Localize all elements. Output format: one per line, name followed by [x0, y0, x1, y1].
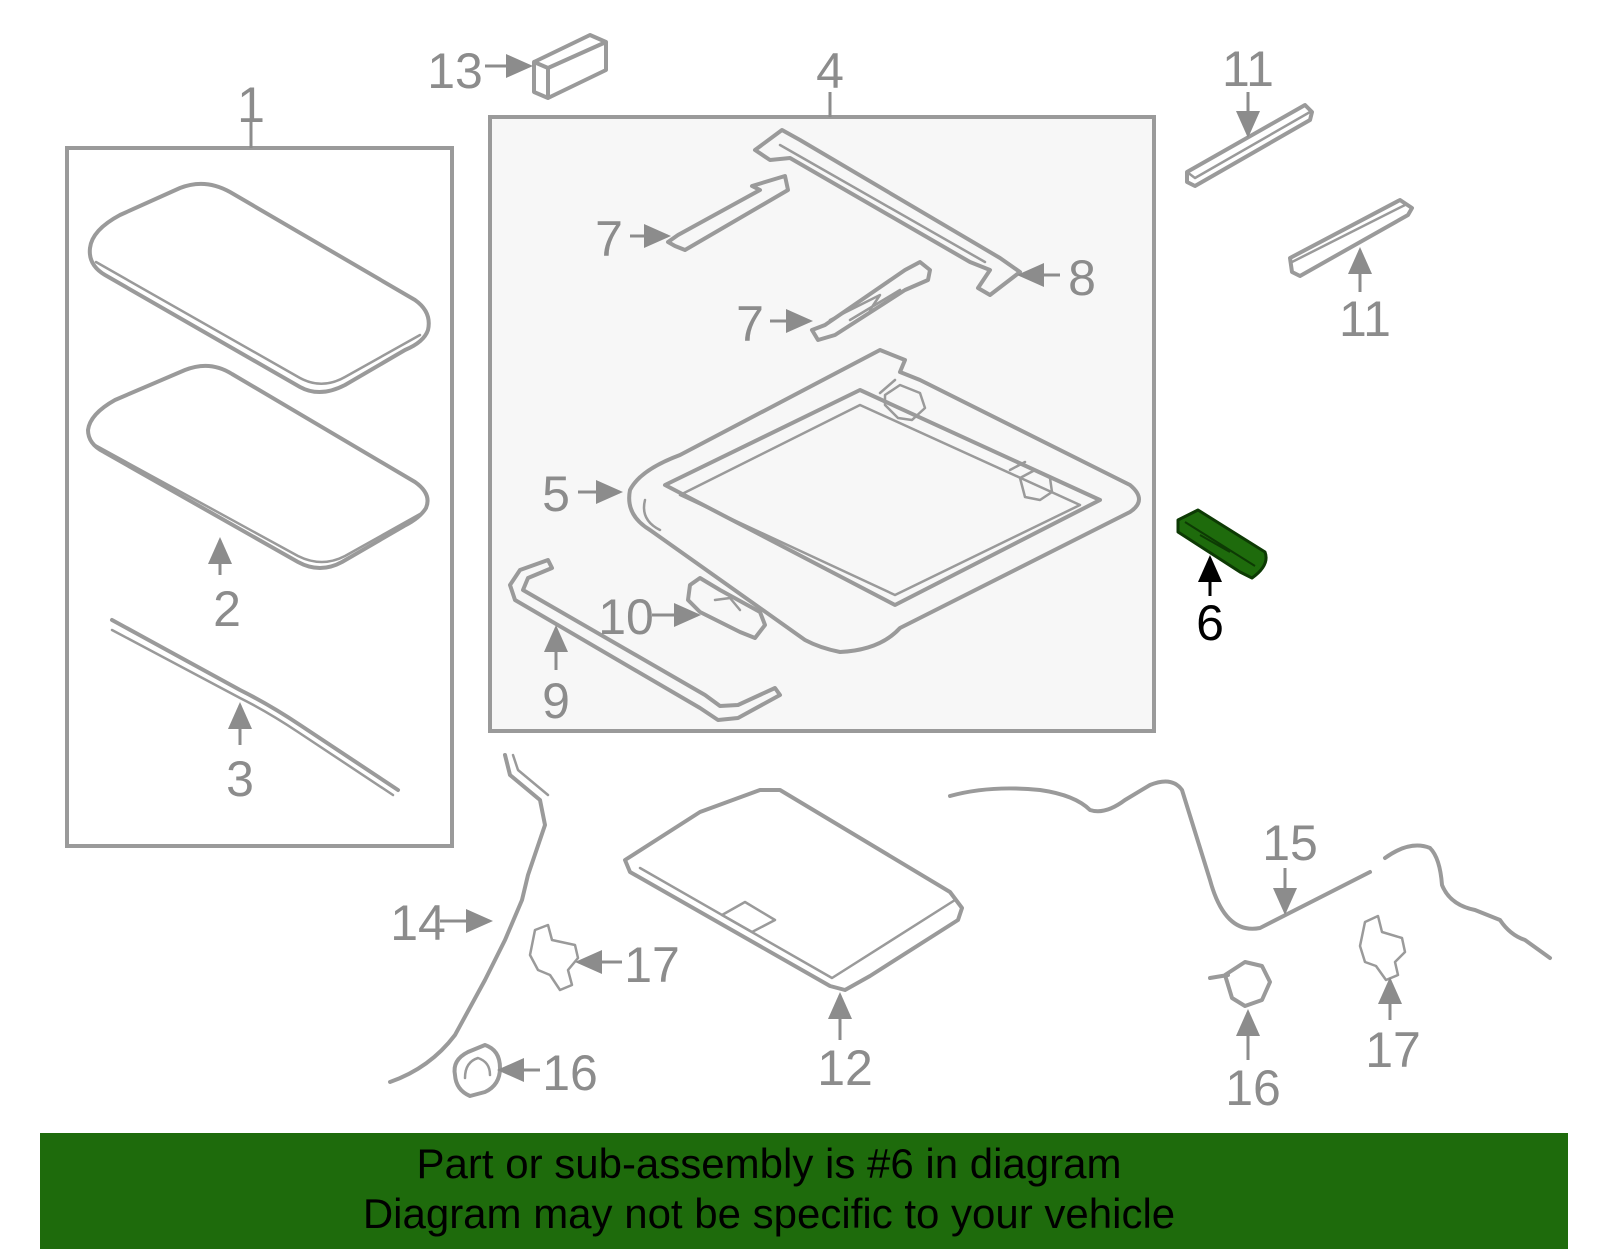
callout-7a: 7	[595, 211, 623, 267]
sunshade	[623, 788, 964, 992]
deflector-bracket-a	[666, 174, 790, 252]
callout-17a: 17	[624, 937, 680, 993]
drain-hose-left	[388, 753, 547, 1084]
hose-clip-right	[1358, 914, 1407, 982]
rail-cover-bottom	[1288, 198, 1414, 278]
trim-strip	[110, 618, 400, 792]
grommet-right	[1208, 960, 1272, 1008]
highlighted-part-6	[1176, 508, 1268, 580]
callout-8: 8	[1068, 250, 1096, 306]
sunroof-frame	[627, 348, 1141, 654]
info-banner: Part or sub-assembly is #6 in diagram Di…	[40, 1133, 1568, 1249]
info-line-2: Diagram may not be specific to your vehi…	[362, 1190, 1176, 1237]
callout-1: 1	[237, 77, 265, 133]
front-rail	[753, 128, 1022, 297]
callout-2: 2	[213, 581, 241, 637]
callout-16a: 16	[542, 1045, 598, 1101]
callout-17b: 17	[1365, 1022, 1421, 1078]
callout-6: 6	[1196, 595, 1224, 651]
drain-hose-right	[948, 779, 1372, 931]
callout-5: 5	[542, 466, 570, 522]
callout-3: 3	[226, 751, 254, 807]
callout-11a: 11	[1222, 41, 1274, 97]
callout-4: 4	[816, 43, 844, 99]
module-box	[532, 33, 608, 100]
rear-bar	[508, 558, 782, 722]
callout-11b: 11	[1339, 291, 1391, 347]
bolt-b	[1008, 460, 1054, 502]
callout-16b: 16	[1225, 1060, 1281, 1116]
group-box-1	[65, 146, 454, 848]
grommet-left	[452, 1043, 502, 1098]
callout-10: 10	[598, 589, 654, 645]
group-box-4	[488, 115, 1156, 733]
drain-hose-right-b	[1383, 843, 1552, 960]
callout-9: 9	[542, 673, 570, 729]
rail-cover-top	[1185, 103, 1314, 188]
callout-15: 15	[1262, 815, 1318, 871]
bolt-a	[878, 378, 927, 422]
callout-14: 14	[390, 895, 446, 951]
info-line-1: Part or sub-assembly is #6 in diagram	[416, 1140, 1122, 1187]
hose-clip-left	[528, 923, 580, 992]
callout-7b: 7	[736, 296, 764, 352]
glass-seal	[86, 363, 430, 570]
callout-13: 13	[427, 43, 483, 99]
deflector-bracket-b	[810, 260, 932, 342]
callout-12: 12	[817, 1040, 873, 1096]
glass-panel	[87, 181, 431, 394]
